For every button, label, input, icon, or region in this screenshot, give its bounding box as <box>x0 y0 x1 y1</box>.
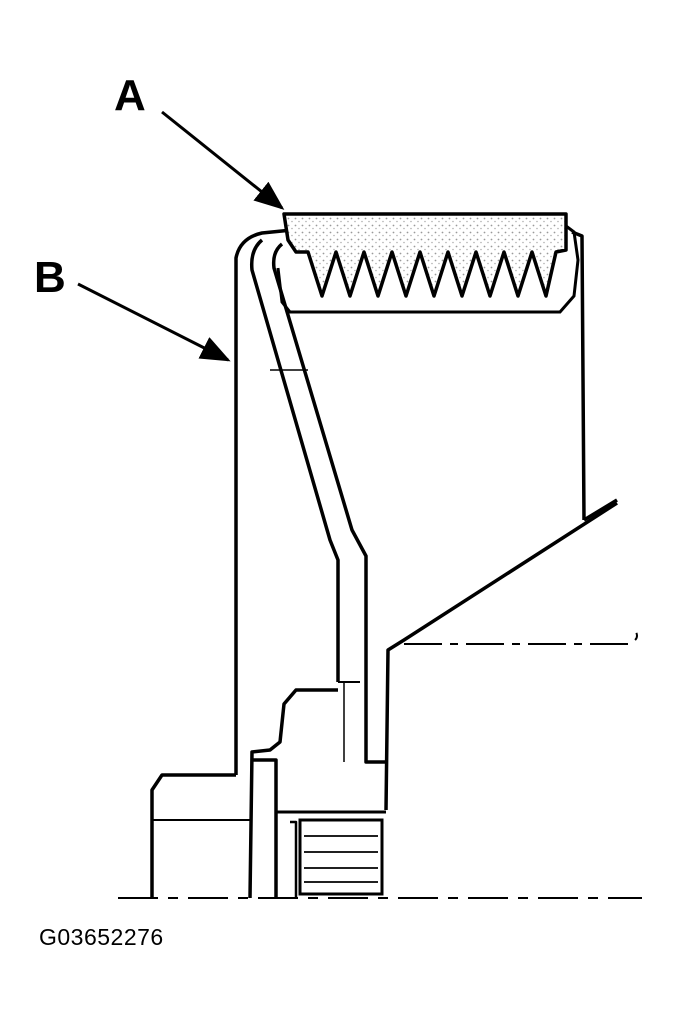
piston-web <box>249 238 386 764</box>
leader-arrow-a <box>161 110 285 210</box>
friction-element <box>276 212 580 314</box>
callout-label-a: A <box>114 71 146 120</box>
figure-reference-code: G03652276 <box>39 924 164 950</box>
centerlines <box>118 631 642 899</box>
leader-arrow-b <box>77 282 231 362</box>
hub-assembly <box>150 688 386 899</box>
callout-label-b: B <box>34 253 66 302</box>
needle-bearing <box>298 818 384 896</box>
drum-housing <box>234 228 618 811</box>
